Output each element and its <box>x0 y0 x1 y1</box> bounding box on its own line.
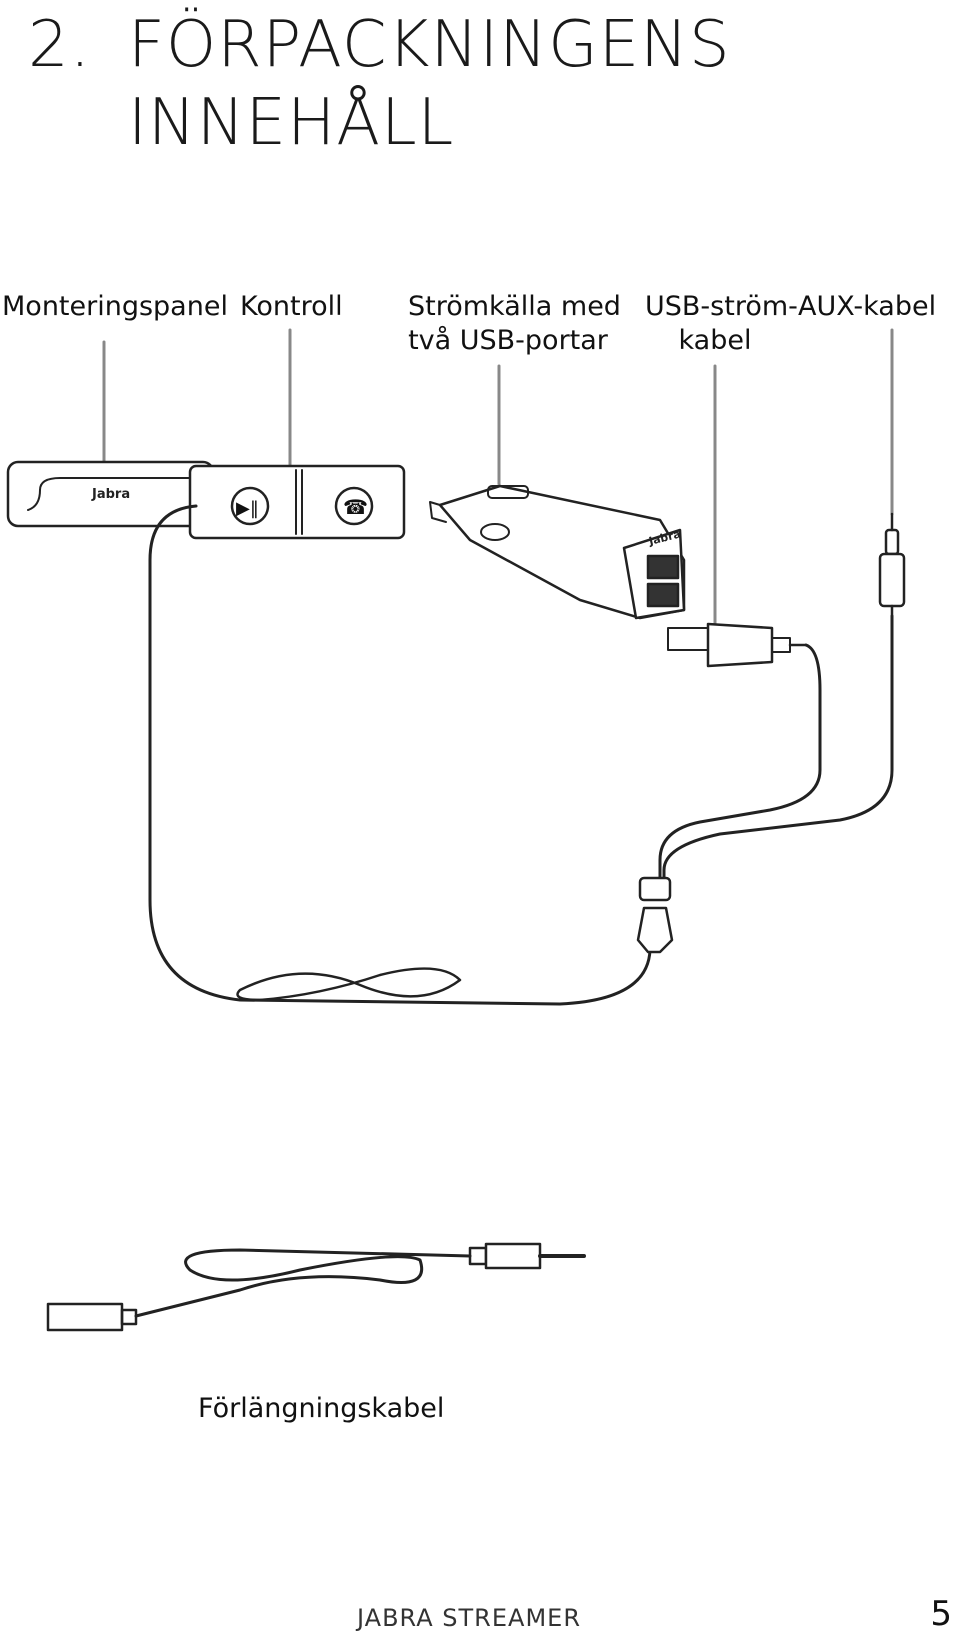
section-number: 2. <box>28 8 92 82</box>
label-mounting-panel: Monteringspanel <box>2 291 228 322</box>
phone-icon: ☎ <box>343 495 368 519</box>
aux-jack-drawing <box>878 512 906 618</box>
label-control: Kontroll <box>240 291 343 322</box>
mounting-panel-brand: Jabra <box>91 487 130 502</box>
cable-splitter-drawing <box>636 876 674 954</box>
label-usb-line2: kabel <box>678 325 752 356</box>
play-pause-button <box>230 486 270 526</box>
label-usb-line1: USB-ström- <box>645 291 798 322</box>
call-button <box>334 486 374 526</box>
heading-line1: FÖRPACKNINGENS <box>128 8 731 82</box>
heading-line2: INNEHÅLL <box>128 86 455 160</box>
page-heading: 2. FÖRPACKNINGENS INNEHÅLL <box>28 6 731 162</box>
play-pause-icon: ▶‖ <box>236 498 259 519</box>
extension-cable-drawing <box>46 1242 586 1332</box>
usb-plug-drawing <box>667 622 808 668</box>
leader-lines <box>102 328 894 634</box>
label-usb-cable: USB-ström- kabel <box>645 290 798 358</box>
usb-port-1 <box>646 554 680 580</box>
car-charger-drawing <box>429 484 686 620</box>
label-aux-cable: AUX-kabel <box>798 291 937 322</box>
label-power-source: Strömkälla med två USB-portar <box>408 290 621 358</box>
usb-port-2 <box>646 582 680 608</box>
label-extension-cable: Förlängningskabel <box>198 1393 445 1424</box>
label-power-line2: två USB-portar <box>408 325 608 356</box>
control-unit-drawing <box>188 464 406 540</box>
footer-product: JABRA STREAMER <box>357 1604 581 1632</box>
cables <box>148 504 894 1006</box>
label-power-line1: Strömkälla med <box>408 291 621 322</box>
page-number: 5 <box>930 1594 952 1634</box>
